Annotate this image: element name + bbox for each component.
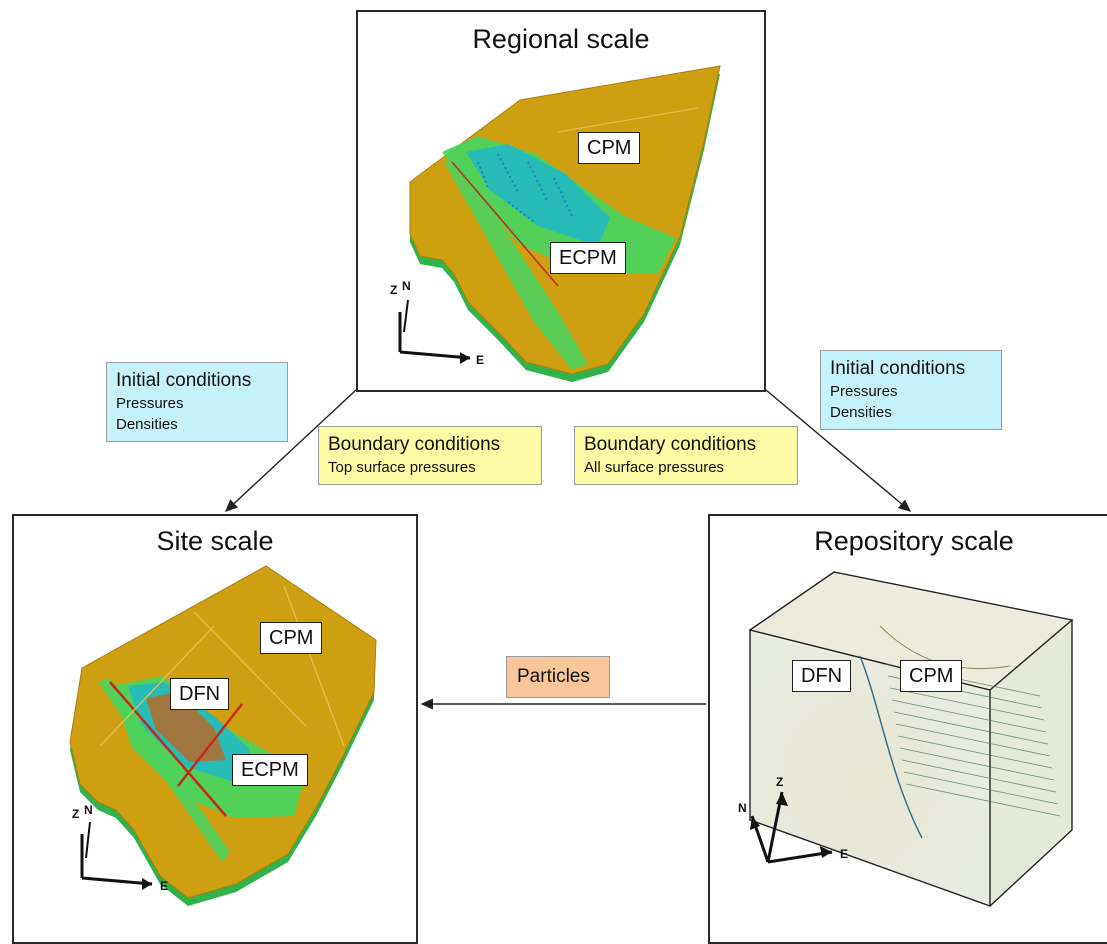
- regional-fracture-diag: [444, 158, 588, 370]
- boundary-conditions-left-box: Boundary conditions Top surface pressure…: [318, 426, 542, 485]
- site-lineament-3: [99, 625, 215, 747]
- site-scale-panel: Z N E Site scale CPM DFN ECPM: [12, 514, 418, 944]
- site-lineament-1: [193, 611, 307, 727]
- regional-fault-line: [451, 161, 559, 287]
- initial-conditions-left-box: Initial conditions Pressures Densities: [106, 362, 288, 442]
- site-axes-indicator: Z N E: [72, 803, 168, 893]
- boundary-conditions-left-detail: Top surface pressures: [328, 459, 476, 476]
- repository-model-render: Z N E: [738, 571, 1074, 907]
- boundary-conditions-right-detail: All surface pressures: [584, 459, 725, 476]
- repo-axis-e: E: [840, 847, 848, 861]
- initial-conditions-right-densities: Densities: [830, 404, 892, 421]
- initial-conditions-right-pressures: Pressures: [830, 383, 898, 400]
- site-axis-z: Z: [72, 807, 79, 821]
- site-axis-e: E: [160, 879, 168, 893]
- repo-box-front: [750, 630, 990, 906]
- initial-conditions-left-pressures: Pressures: [116, 395, 184, 412]
- site-label-cpm: CPM: [260, 622, 323, 654]
- regional-fracture-dots: [477, 153, 573, 223]
- site-label-dfn: DFN: [170, 678, 230, 710]
- repo-axis-n: N: [738, 801, 747, 815]
- site-label-ecpm: ECPM: [232, 754, 308, 786]
- regional-scale-title: Regional scale: [472, 24, 650, 54]
- site-axis-n: N: [84, 803, 93, 817]
- arrow-regional-to-site: [224, 389, 357, 512]
- initial-conditions-left-heading: Initial conditions: [116, 370, 252, 391]
- boundary-conditions-left-heading: Boundary conditions: [328, 434, 501, 455]
- site-fault-line-1: [109, 681, 227, 817]
- initial-conditions-right-heading: Initial conditions: [830, 358, 966, 379]
- regional-label-cpm: CPM: [578, 132, 641, 164]
- repository-label-dfn: DFN: [792, 660, 852, 692]
- regional-axis-z: Z: [390, 283, 397, 297]
- regional-scale-panel: Z N E Regional scale CPM ECPM: [356, 10, 766, 392]
- site-scale-title: Site scale: [156, 526, 274, 556]
- initial-conditions-right-box: Initial conditions Pressures Densities: [820, 350, 1002, 430]
- repository-label-cpm: CPM: [900, 660, 963, 692]
- regional-axis-e: E: [476, 353, 484, 367]
- regional-model-render: Z N E: [390, 65, 721, 382]
- regional-lineament: [557, 107, 699, 133]
- regional-fracture-core: [466, 144, 610, 246]
- regional-label-ecpm: ECPM: [550, 242, 626, 274]
- boundary-conditions-right-box: Boundary conditions All surface pressure…: [574, 426, 798, 485]
- boundary-conditions-right-heading: Boundary conditions: [584, 434, 757, 455]
- arrow-regional-to-repository: [765, 389, 912, 512]
- repository-scale-title: Repository scale: [814, 526, 1014, 556]
- repo-box-side: [990, 620, 1072, 906]
- repo-ramp: [859, 655, 923, 839]
- regional-axis-n: N: [402, 279, 411, 293]
- regional-axes-indicator: Z N E: [390, 279, 484, 367]
- repository-scale-panel: Z N E Repository scale DFN CPM: [708, 514, 1107, 944]
- site-fracture-diag: [98, 678, 230, 862]
- site-fault-line-2: [177, 703, 243, 787]
- initial-conditions-left-densities: Densities: [116, 416, 178, 433]
- repo-box-top: [750, 572, 1072, 690]
- site-model-render: Z N E: [69, 565, 377, 906]
- site-lineament-2: [283, 585, 345, 747]
- particles-box: Particles: [506, 656, 610, 698]
- site-dfn-cluster: [146, 692, 226, 762]
- particles-label: Particles: [517, 666, 590, 687]
- repo-axes-indicator: Z N E: [738, 775, 848, 864]
- repo-axis-z: Z: [776, 775, 783, 789]
